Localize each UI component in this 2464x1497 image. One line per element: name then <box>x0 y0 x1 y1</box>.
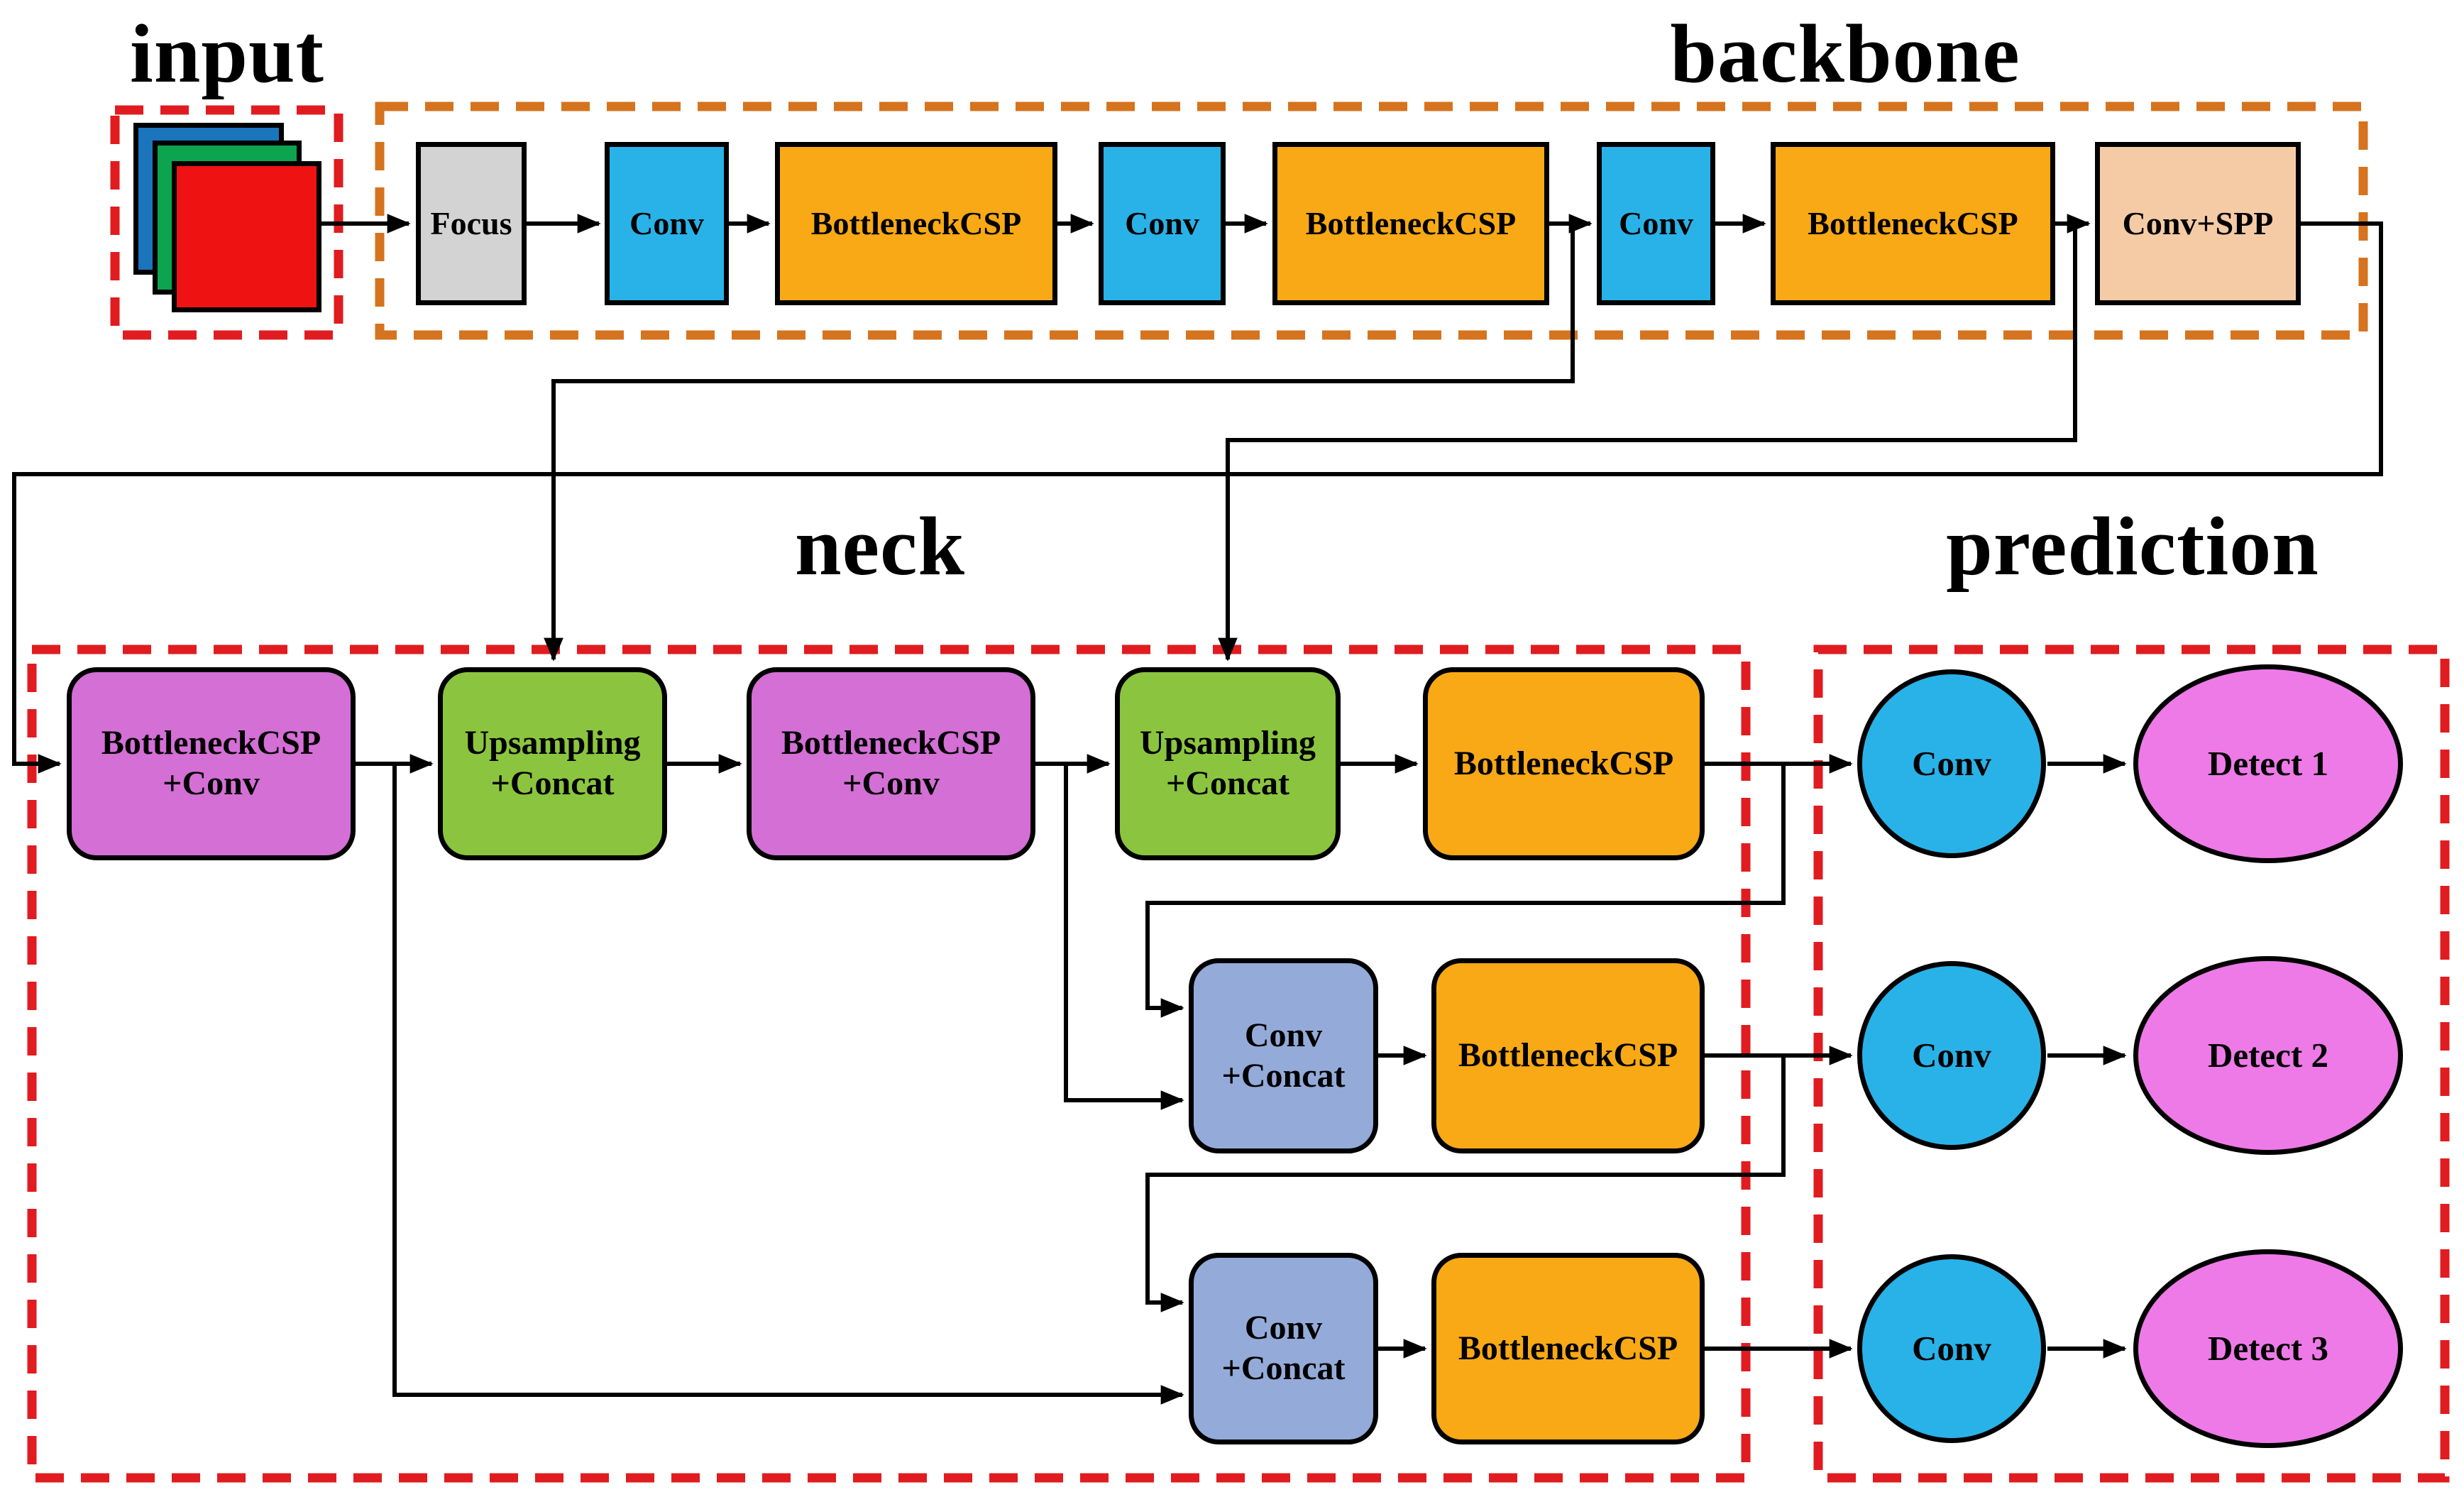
backbone-block-focus: Focus <box>416 142 527 305</box>
backbone-block-conv-spp: Conv+SPP <box>2095 142 2301 305</box>
neck-title: neck <box>795 500 965 593</box>
backbone-block-conv-3: Conv <box>1597 142 1715 305</box>
prediction-detect-1: Detect 1 <box>2133 664 2403 863</box>
neck-block-bottleneckcsp-row1: BottleneckCSP <box>1423 667 1705 860</box>
input-title: input <box>130 7 324 100</box>
backbone-block-bottleneckcsp-1: BottleneckCSP <box>775 142 1057 305</box>
backbone-block-bottleneckcsp-3: BottleneckCSP <box>1771 142 2055 305</box>
prediction-title: prediction <box>1946 500 2319 593</box>
prediction-detect-2: Detect 2 <box>2133 956 2403 1155</box>
backbone-block-bottleneckcsp-2: BottleneckCSP <box>1272 142 1549 305</box>
prediction-conv-circle-3: Conv <box>1857 1254 2046 1443</box>
neck-block-conv-concat-row2: Conv +Concat <box>1189 958 1378 1153</box>
neck-block-bottleneckcsp-row3: BottleneckCSP <box>1431 1253 1705 1444</box>
backbone-block-conv-1: Conv <box>605 142 729 305</box>
prediction-detect-3: Detect 3 <box>2133 1249 2403 1448</box>
input-layer-red-icon <box>172 161 321 312</box>
wire-row1-output-to-row2-concat <box>1145 764 1786 1018</box>
wire-spp-to-neck-row1 <box>12 221 2383 774</box>
backbone-block-conv-2: Conv <box>1099 142 1226 305</box>
backbone-title: backbone <box>1670 7 2020 100</box>
prediction-conv-circle-2: Conv <box>1857 961 2046 1150</box>
wire-row2-output-to-row3-concat <box>1145 1055 1786 1312</box>
neck-block-bottleneckcsp-conv-1: BottleneckCSP +Conv <box>67 667 356 860</box>
backbone-dashed-box <box>375 102 2368 340</box>
wire-skip-csp2-to-upsample1 <box>544 224 1575 662</box>
wire-row1-to-row3-concat <box>392 764 1184 1405</box>
neck-block-conv-concat-row3: Conv +Concat <box>1189 1253 1378 1444</box>
wire-row1-to-row2-concat <box>1064 764 1184 1110</box>
neck-block-upsampling-concat-1: Upsampling +Concat <box>438 667 667 860</box>
wire-skip-csp3-to-upsample2 <box>1218 224 2077 662</box>
neck-block-bottleneckcsp-row2: BottleneckCSP <box>1431 958 1705 1153</box>
neck-block-bottleneckcsp-conv-2: BottleneckCSP +Conv <box>747 667 1035 860</box>
prediction-conv-circle-1: Conv <box>1857 669 2046 858</box>
neck-block-upsampling-concat-2: Upsampling +Concat <box>1115 667 1341 860</box>
